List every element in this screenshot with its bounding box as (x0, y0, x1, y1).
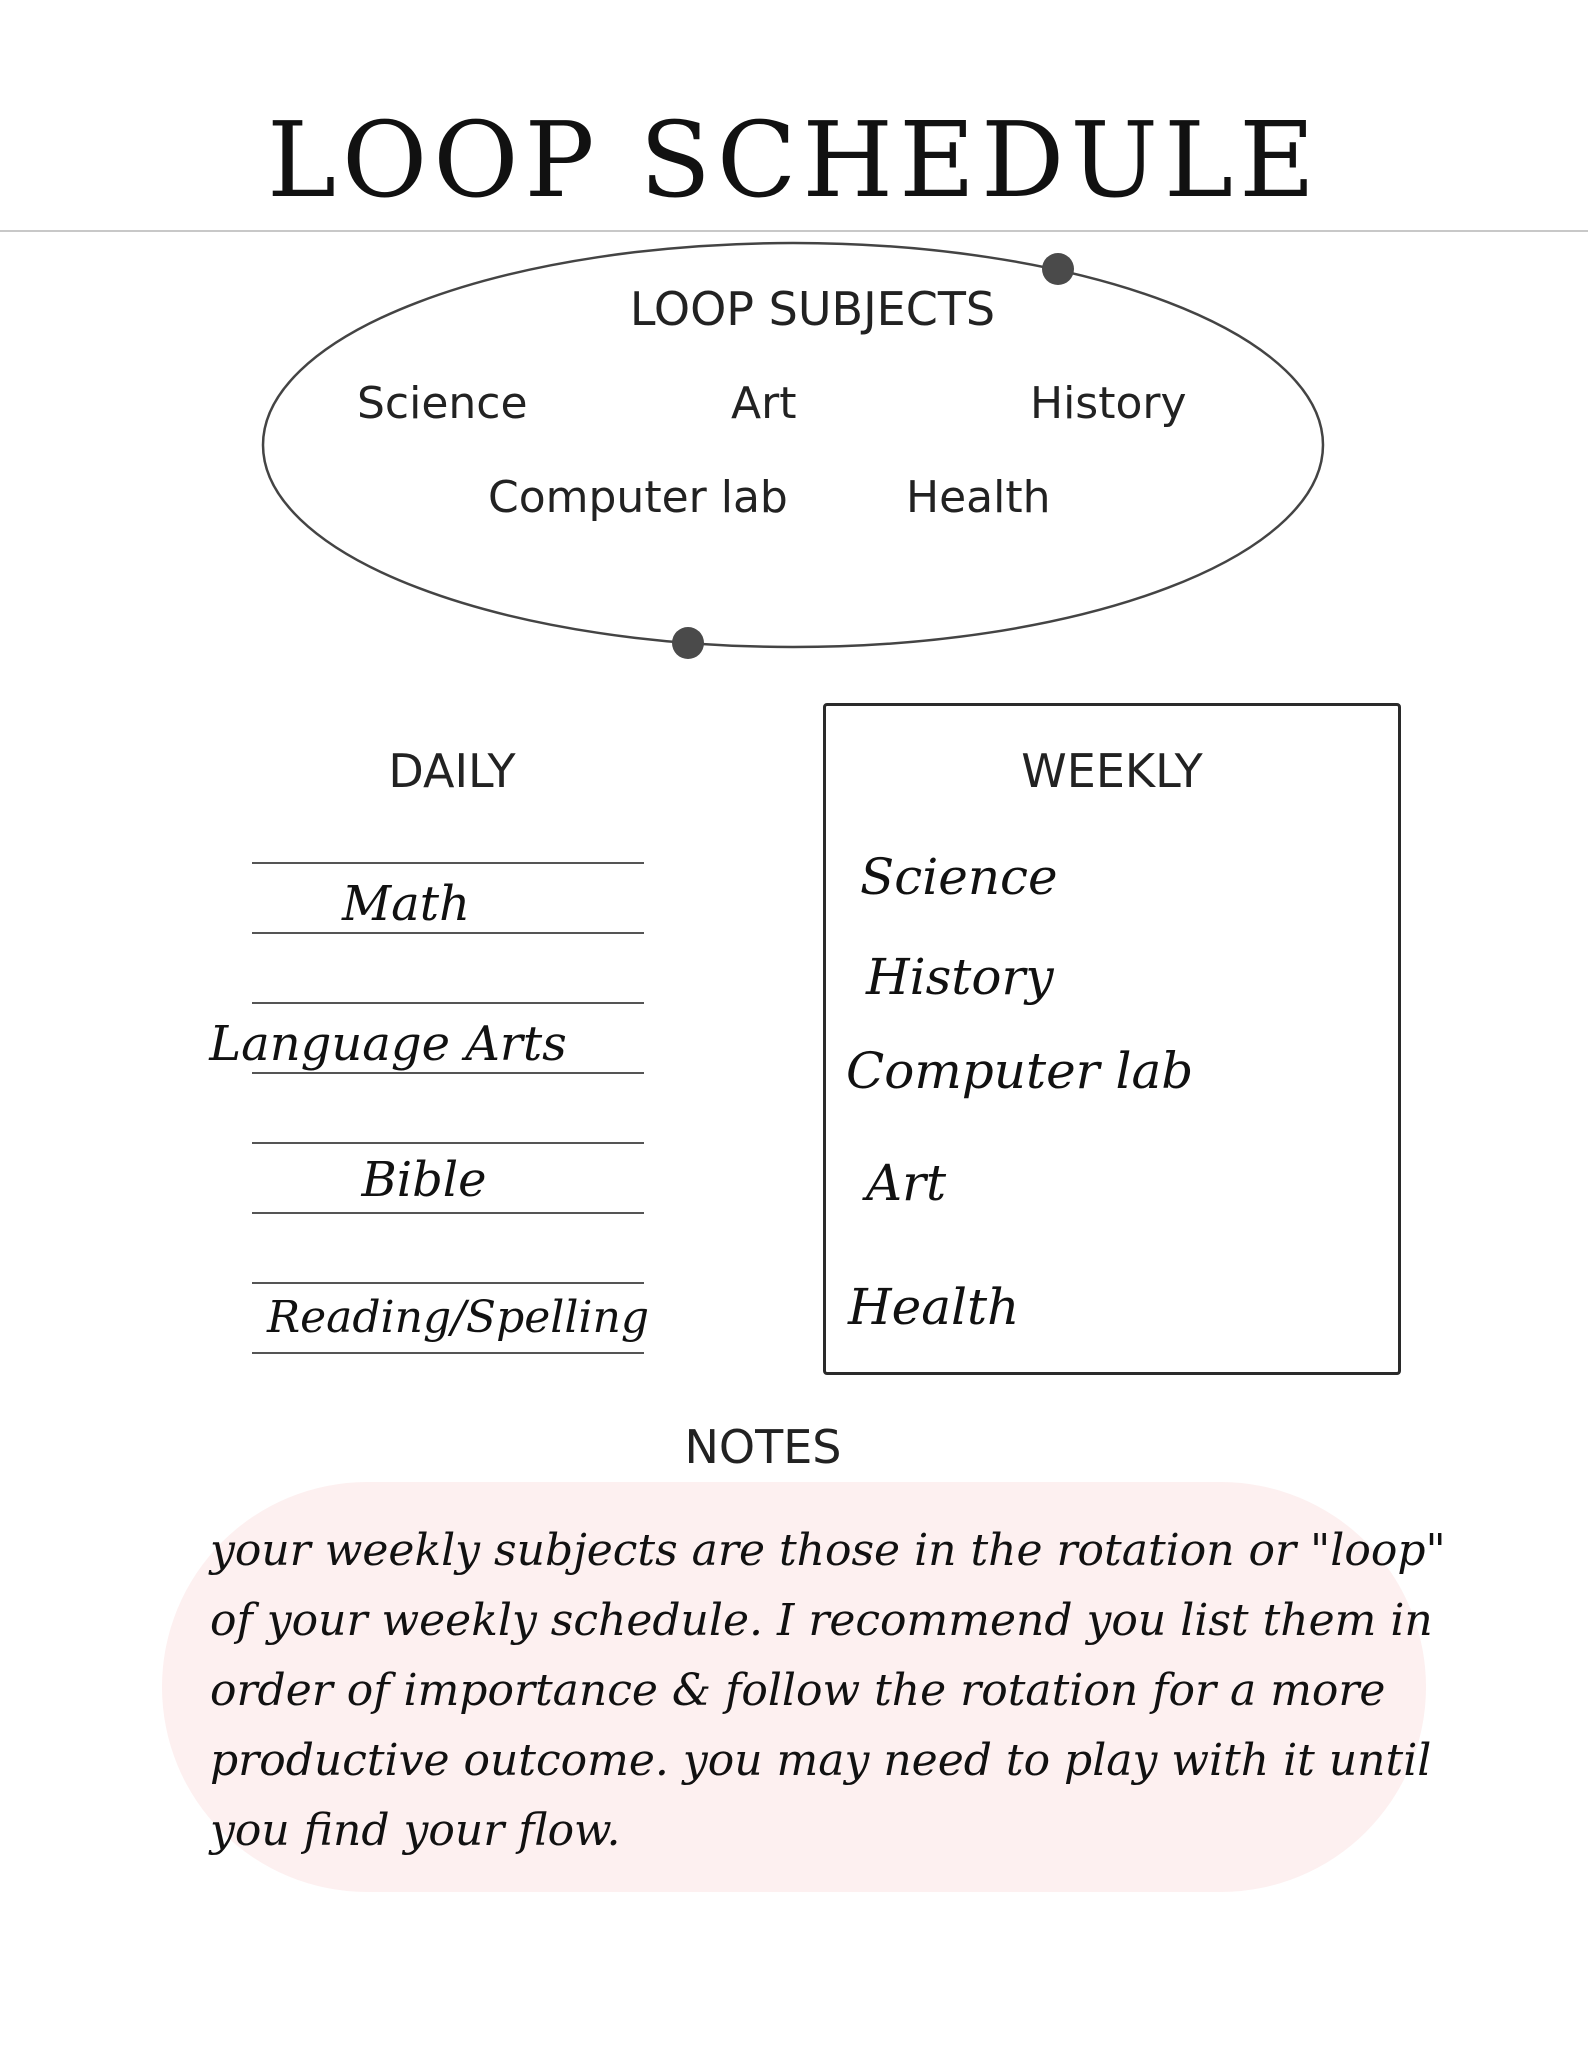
notes-heading: NOTES (684, 1420, 842, 1474)
daily-heading: DAILY (388, 744, 516, 798)
weekly-subject-item: Science (860, 848, 1058, 906)
loop-subjects-oval (261, 241, 1325, 659)
title-divider (0, 230, 1588, 232)
loop-subject-item: Computer lab (488, 472, 788, 523)
daily-rule (252, 1212, 644, 1214)
daily-subject-item: Bible (361, 1152, 487, 1208)
loop-subjects-heading: LOOP SUBJECTS (629, 282, 996, 336)
daily-rule (252, 1352, 644, 1354)
daily-rule (252, 1002, 644, 1004)
notes-text: your weekly subjects are those in the ro… (210, 1525, 1446, 1856)
weekly-heading: WEEKLY (1021, 744, 1203, 798)
loop-dot-top (1042, 253, 1074, 285)
loop-subject-item: Art (731, 378, 797, 429)
daily-subject-item: Reading/Spelling (266, 1292, 650, 1343)
weekly-subject-item: Computer lab (846, 1042, 1194, 1100)
loop-subject-item: Health (906, 472, 1051, 523)
weekly-subject-item: History (866, 948, 1054, 1006)
daily-rule (252, 932, 644, 934)
weekly-subject-item: Health (848, 1278, 1020, 1336)
loop-dot-bottom (672, 627, 704, 659)
loop-subject-item: History (1030, 378, 1187, 429)
daily-rule (252, 1142, 644, 1144)
daily-rule (252, 1072, 644, 1074)
weekly-box (823, 703, 1401, 1375)
notes-background (162, 1482, 1426, 1892)
daily-subject-item: Language Arts (209, 1016, 567, 1072)
loop-ellipse (261, 241, 1325, 649)
daily-rule (252, 1282, 644, 1284)
loop-subject-item: Science (357, 378, 528, 429)
daily-rule (252, 862, 644, 864)
daily-subject-item: Math (342, 876, 470, 932)
page-title: LOOP SCHEDULE (266, 99, 1322, 221)
weekly-subject-item: Art (866, 1154, 947, 1212)
